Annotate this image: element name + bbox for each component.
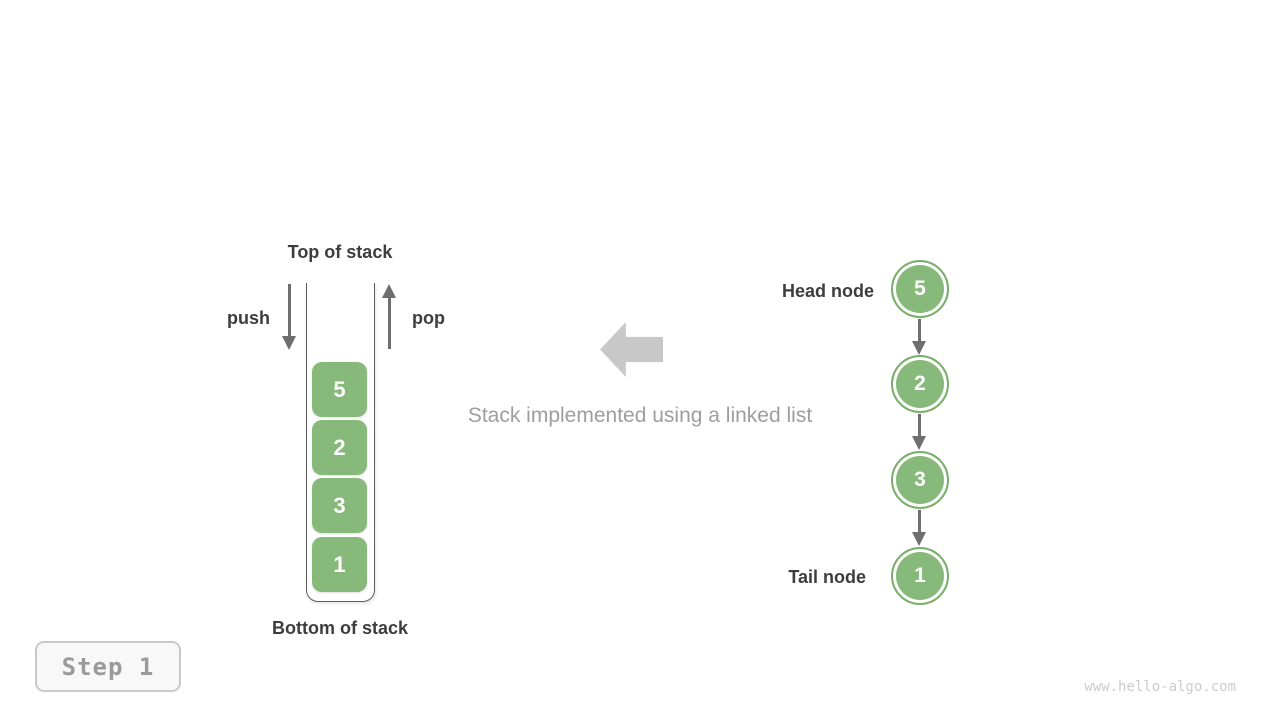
arrow-head xyxy=(382,284,396,298)
linked-list-node: 2 xyxy=(891,355,949,413)
stack-container xyxy=(306,283,375,602)
arrow-head xyxy=(912,436,926,450)
head-node-label: Head node xyxy=(781,281,874,301)
arrow-shaft xyxy=(918,319,921,342)
figure-caption: Stack implemented using a linked list xyxy=(467,404,813,427)
arrow-shaft xyxy=(288,284,291,336)
stack-bottom-label: Bottom of stack xyxy=(271,618,409,638)
arrow-shaft xyxy=(918,414,921,437)
stack-item: 2 xyxy=(312,420,367,475)
left-block-arrow-icon xyxy=(600,322,663,377)
push-label: push xyxy=(227,308,270,328)
linked-list-node: 1 xyxy=(891,547,949,605)
stack-item: 1 xyxy=(312,537,367,592)
arrow-head xyxy=(282,336,296,350)
tail-node-label: Tail node xyxy=(788,567,866,587)
arrow-head xyxy=(912,532,926,546)
linked-list-node: 5 xyxy=(891,260,949,318)
pop-label: pop xyxy=(412,308,445,328)
arrow-head xyxy=(912,341,926,355)
step-badge: Step 1 xyxy=(35,641,181,692)
watermark-text: www.hello-algo.com xyxy=(1084,679,1236,695)
stack-item: 5 xyxy=(312,362,367,417)
linked-list-node: 3 xyxy=(891,451,949,509)
stack-top-label: Top of stack xyxy=(287,242,393,262)
stack-item: 3 xyxy=(312,478,367,533)
arrow-shaft xyxy=(918,510,921,533)
arrow-shaft xyxy=(388,297,391,349)
